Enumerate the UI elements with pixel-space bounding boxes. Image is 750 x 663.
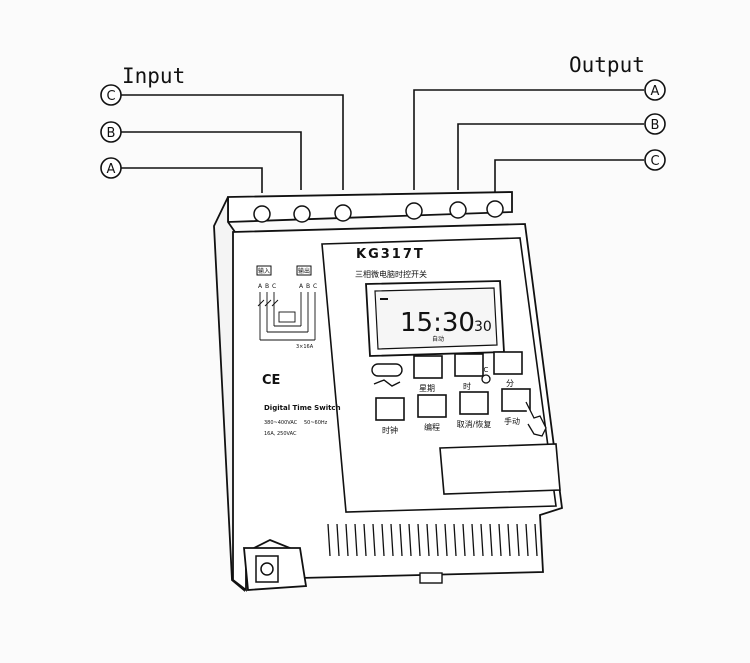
vent-slot [435, 523, 439, 557]
screw-out-c [486, 200, 504, 218]
screw-in-c [334, 204, 352, 222]
manual-switch-icon [371, 363, 403, 387]
output-letter-b: B [651, 118, 660, 133]
minute-button[interactable] [493, 351, 523, 375]
ce-mark: CE [262, 373, 280, 388]
vent-slot [327, 523, 331, 557]
mounting-hole [255, 555, 279, 583]
wiring-out-c: C [313, 283, 317, 290]
output-label: Output [569, 53, 645, 77]
vent-slot [426, 523, 430, 557]
wiring-out-a: A [299, 283, 304, 290]
vent-slot [507, 523, 511, 557]
output-leader-lines [413, 89, 644, 192]
wiring-out-b: B [306, 283, 310, 290]
output-letter-c: C [650, 154, 659, 169]
vent-slot [408, 523, 412, 557]
manual-on-button-label: 手动 [504, 416, 520, 426]
vent-slot [417, 523, 421, 557]
vent-slot [453, 523, 457, 557]
wiring-in-b: B [265, 283, 269, 290]
wiring-in-label: 输入 [258, 267, 270, 275]
vent-slot [498, 523, 502, 557]
vent-slot [534, 523, 538, 557]
din-clip [419, 572, 443, 584]
vent-slot [516, 523, 520, 557]
hour-button-label: 时 [463, 381, 471, 391]
wiring-out-label: 输出 [298, 267, 310, 275]
clock-button[interactable] [375, 397, 405, 421]
lcd-seconds: 30 [474, 319, 492, 335]
spec-frequency: 50~60Hz [304, 420, 328, 426]
cancel-restore-button[interactable] [459, 391, 489, 415]
vent-slot [471, 523, 475, 557]
vent-slot [354, 523, 358, 557]
reset-button[interactable] [481, 374, 491, 384]
input-letter-a: A [107, 162, 116, 177]
clock-button-label: 时钟 [382, 425, 398, 435]
output-letter-a: A [651, 84, 660, 99]
model-subtitle: 三相微电脑时控开关 [355, 269, 427, 279]
pointing-hand-icon [525, 401, 547, 437]
vent-slot [489, 523, 493, 557]
terminal-screws [253, 200, 504, 223]
vent-slot [336, 523, 340, 557]
week-button-label: 星期 [419, 384, 435, 393]
button-row-top: 星期 时 C 分 [413, 351, 523, 393]
brand-text: Digital Time Switch [264, 404, 341, 412]
wiring-current-rating: 3×16A [296, 344, 314, 350]
reset-button-label: C [484, 366, 489, 374]
input-callout-b: B [100, 121, 122, 143]
label-window [439, 443, 561, 495]
minute-button-label: 分 [506, 379, 514, 388]
output-callout-b: B [644, 113, 666, 135]
manual-on-button[interactable] [501, 388, 531, 412]
vent-slot [345, 523, 349, 557]
wiring-in-c: C [272, 283, 276, 290]
cancel-restore-button-label: 取消/恢复 [457, 419, 492, 429]
screw-in-a [253, 205, 271, 223]
vent-slot [444, 523, 448, 557]
vent-slots [327, 523, 538, 557]
screw-out-b [449, 201, 467, 219]
input-callout-a: A [100, 157, 122, 179]
vent-slot [462, 523, 466, 557]
program-button-label: 编程 [424, 422, 440, 432]
output-callout-a: A [644, 79, 666, 101]
lcd-time: 15:30 [400, 308, 475, 338]
vent-slot [480, 523, 484, 557]
vent-slot [525, 523, 529, 557]
model-name: KG317T [356, 247, 425, 262]
spec-current: 16A, 250VAC [264, 431, 297, 437]
screw-in-b [293, 205, 311, 223]
screw-out-a [405, 202, 423, 220]
input-letter-c: C [106, 89, 115, 104]
input-leader-lines [120, 94, 344, 193]
lcd-status: 自动 [432, 335, 444, 343]
button-row-bottom: 时钟 编程 取消/恢复 手动 [375, 388, 531, 435]
hour-button[interactable] [454, 353, 484, 377]
program-button[interactable] [417, 394, 447, 418]
wiring-diagram: 输入 输出 A B C A B C 3×16A [256, 265, 317, 350]
input-callout-c: C [100, 84, 122, 106]
week-button[interactable] [413, 355, 443, 379]
vent-slot [390, 523, 394, 557]
output-callout-c: C [644, 149, 666, 171]
spec-voltage: 380~400VAC [264, 420, 298, 426]
vent-slot [363, 523, 367, 557]
lcd-display: 15:30 30 自动 [365, 280, 505, 357]
vent-slot [399, 523, 403, 557]
input-letter-b: B [107, 126, 116, 141]
input-label: Input [122, 64, 185, 88]
wiring-in-a: A [258, 283, 263, 290]
vent-slot [381, 523, 385, 557]
vent-slot [372, 523, 376, 557]
